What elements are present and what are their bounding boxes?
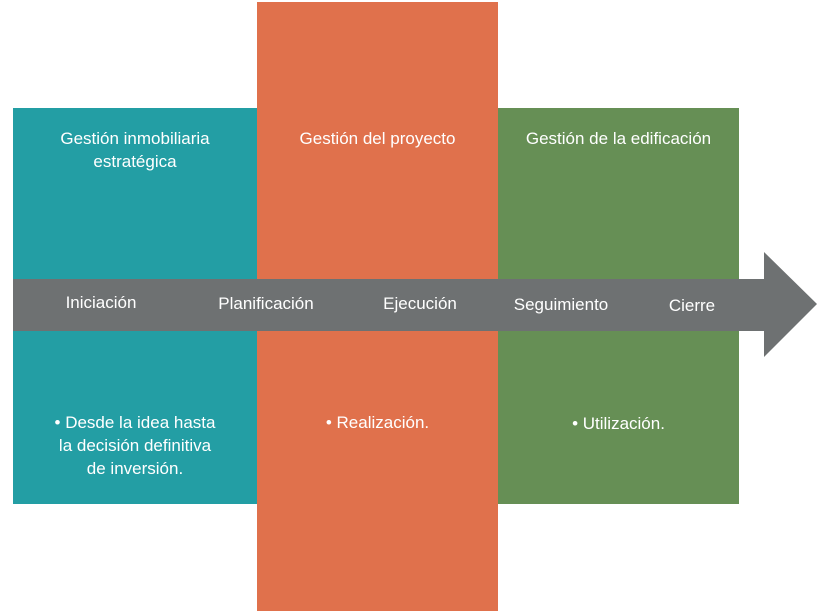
block-description-project: • Realización.	[325, 413, 430, 432]
arrow-right-icon	[13, 252, 817, 357]
block-description-real-estate: • Desde la idea hasta la decisión defini…	[54, 413, 216, 478]
phase-label-closing: Cierre	[668, 296, 716, 315]
block-title-project: Gestión del proyecto	[299, 129, 456, 148]
phase-label-planning: Planificación	[218, 294, 314, 313]
phase-label-monitoring: Seguimiento	[513, 295, 609, 314]
block-title-real-estate: Gestión inmobiliaria estratégica	[60, 129, 210, 171]
block-description-building: • Utilización.	[572, 414, 665, 433]
phase-label-execution: Ejecución	[383, 294, 457, 313]
block-title-building: Gestión de la edificación	[525, 129, 712, 148]
phase-label-initiation: Iniciación	[65, 293, 137, 312]
